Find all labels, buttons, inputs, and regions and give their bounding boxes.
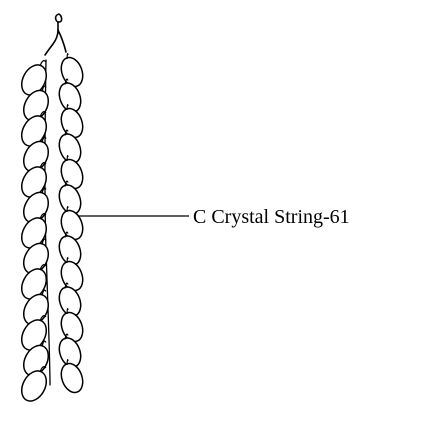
crystals-group xyxy=(20,53,84,402)
crystal-wire-loop xyxy=(39,162,47,169)
callout-label: C Crystal String-61 xyxy=(193,206,350,228)
crystal-wire-loop xyxy=(64,129,69,136)
crystal-wire-loop xyxy=(66,155,69,162)
crystal-wire-loop xyxy=(64,231,69,238)
crystal-wire-loop xyxy=(39,111,47,118)
crystal-wire-loop xyxy=(41,289,47,296)
crystal-wire-loop xyxy=(39,264,47,271)
crystal-drop xyxy=(20,60,48,96)
crystal-wire-loop xyxy=(39,366,47,373)
crystal-wire-loop xyxy=(64,333,69,340)
crystal-wire-loop xyxy=(66,257,69,264)
crystal-wire-loop xyxy=(66,53,69,60)
crystal-drop xyxy=(20,162,48,198)
crystal-drop xyxy=(20,366,48,402)
crystal-wire-loop xyxy=(64,282,69,289)
crystal-wire-loop xyxy=(39,315,47,322)
crystal-wire-loop xyxy=(66,206,69,213)
crystal-drop xyxy=(20,111,48,147)
crystal-oval xyxy=(20,115,48,147)
crystal-drop xyxy=(20,264,48,300)
crystal-wire-loop xyxy=(66,359,69,366)
crystal-drop xyxy=(20,213,48,249)
crystal-oval xyxy=(20,319,48,351)
crystal-oval xyxy=(20,370,48,402)
crystal-wire-loop xyxy=(41,85,47,92)
crystal-drop xyxy=(60,359,84,394)
crystal-wire-loop xyxy=(64,180,69,187)
crystal-oval xyxy=(60,362,84,394)
crystal-wire-loop xyxy=(41,187,47,194)
crystal-wire-loop xyxy=(66,104,69,111)
crystal-oval xyxy=(20,64,48,96)
crystal-wire-loop xyxy=(39,213,47,220)
crystal-wire-loop xyxy=(64,78,69,85)
crystal-oval xyxy=(20,166,48,198)
hanger-hook xyxy=(44,13,67,56)
crystal-wire-loop xyxy=(41,340,47,347)
crystal-oval xyxy=(20,217,48,249)
crystal-wire-loop xyxy=(39,60,47,67)
crystal-wire-loop xyxy=(41,238,47,245)
crystal-oval xyxy=(20,268,48,300)
crystal-wire-loop xyxy=(41,136,47,143)
crystal-drop xyxy=(58,129,82,164)
crystal-drop xyxy=(20,315,48,351)
crystal-wire-loop xyxy=(66,308,69,315)
